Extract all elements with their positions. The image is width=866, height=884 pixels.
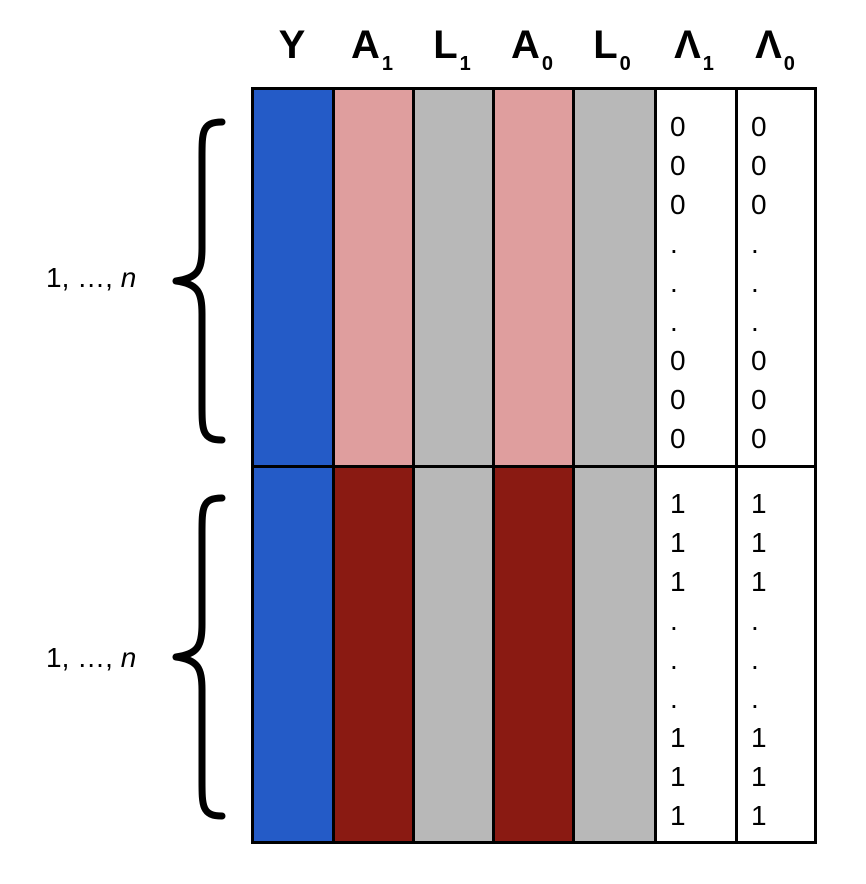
cell-a0-top (494, 90, 574, 467)
lambda-value: . (670, 644, 678, 675)
cell-l1-bottom (414, 467, 494, 841)
lambda-value: 1 (751, 800, 767, 831)
lambda-value: 0 (670, 384, 686, 415)
lambda-value: 1 (670, 761, 686, 792)
lambda-value: 1 (751, 488, 767, 519)
data-table: 0 0 0... 0 0 0 0 0 0... 0 0 0 1 1 1... 1 1 1 1 1 1... 1 1 1 (251, 87, 817, 844)
lambda-value: . (670, 267, 678, 298)
lambda-value: 0 (751, 111, 767, 142)
lambda-value: 1 (751, 722, 767, 753)
header-y: Y (278, 23, 306, 67)
row-group-divider (254, 465, 814, 468)
lambda-value: 0 (670, 111, 686, 142)
lambda-value: 0 (751, 189, 767, 220)
cell-a1-top (334, 90, 414, 467)
cell-l0-bottom (574, 467, 656, 841)
lambda-value: . (670, 683, 678, 714)
lambda-value: . (751, 306, 759, 337)
lambda-value: . (670, 228, 678, 259)
lambda-value: 0 (670, 345, 686, 376)
lambda-value: 1 (670, 527, 686, 558)
brace-top-icon (172, 118, 226, 444)
lambda-value: 0 (670, 189, 686, 220)
cell-y-top (254, 90, 334, 467)
lambda0-bottom-values: 1 1 1... 1 1 1 (751, 484, 767, 835)
lambda-value: . (751, 644, 759, 675)
cell-y-bottom (254, 467, 334, 841)
lambda-value: 1 (670, 488, 686, 519)
lambda-value: . (670, 605, 678, 636)
lambda-value: 1 (670, 566, 686, 597)
lambda-value: 0 (670, 423, 686, 454)
lambda-value: . (751, 228, 759, 259)
row-group-label-top: 1, …, n (46, 262, 137, 293)
lambda-value: . (751, 683, 759, 714)
lambda-value: 1 (751, 566, 767, 597)
cell-l0-top (574, 90, 656, 467)
lambda-value: . (751, 605, 759, 636)
cell-l1-top (414, 90, 494, 467)
cell-a1-bottom (334, 467, 414, 841)
lambda-value: . (670, 306, 678, 337)
lambda1-bottom-values: 1 1 1... 1 1 1 (670, 484, 686, 835)
cell-a0-bottom (494, 467, 574, 841)
lambda0-top-values: 0 0 0... 0 0 0 (751, 107, 767, 458)
lambda1-top-values: 0 0 0... 0 0 0 (670, 107, 686, 458)
lambda-value: 1 (751, 527, 767, 558)
lambda-value: . (751, 267, 759, 298)
lambda-value: 0 (751, 384, 767, 415)
lambda-value: 0 (751, 150, 767, 181)
lambda-value: 0 (751, 423, 767, 454)
row-group-label-bottom: 1, …, n (46, 642, 137, 673)
lambda-value: 0 (670, 150, 686, 181)
brace-bottom-icon (172, 494, 226, 820)
lambda-value: 0 (751, 345, 767, 376)
lambda-value: 1 (751, 761, 767, 792)
lambda-value: 1 (670, 800, 686, 831)
lambda-value: 1 (670, 722, 686, 753)
